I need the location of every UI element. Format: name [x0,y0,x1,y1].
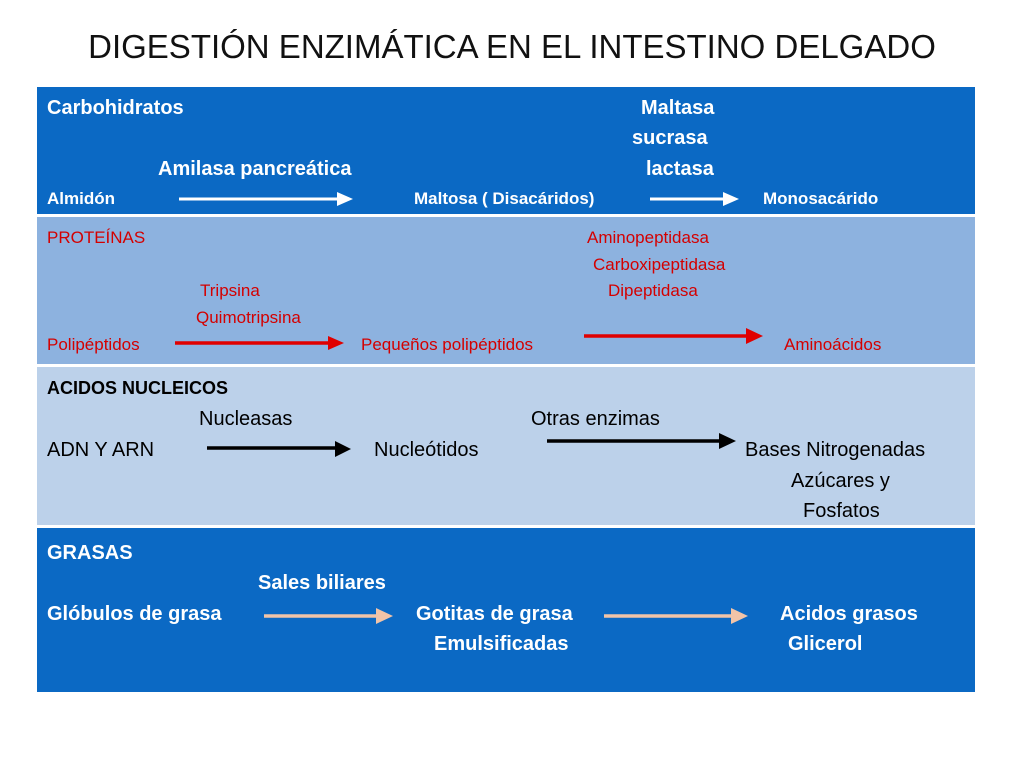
substrate-polipeptidos: Polipéptidos [47,335,140,354]
enzyme-carboxipeptidasa: Carboxipeptidasa [593,255,726,274]
intermediate-emulsificadas: Emulsificadas [434,633,569,655]
arrow-right-icon [264,608,393,624]
enzyme-amilasa-pancreatica: Amilasa pancreática [158,158,352,180]
arrow-right-icon [179,192,353,206]
row-grasas: GRASAS Sales biliares Glóbulos de grasa … [37,528,975,692]
enzyme-otras-enzimas: Otras enzimas [531,408,660,430]
product-fosfatos: Fosfatos [803,500,880,522]
enzyme-nucleasas: Nucleasas [199,408,293,430]
row-carbohidratos: Carbohidratos Maltasa sucrasa lactasa Am… [37,87,975,214]
product-monosacarido: Monosacárido [763,189,879,208]
enzyme-quimotripsina: Quimotripsina [196,308,301,327]
carbohidratos-heading: Carbohidratos [47,97,184,119]
arrow-right-icon [175,336,344,350]
product-glicerol: Glicerol [788,633,863,655]
page-title: DIGESTIÓN ENZIMÁTICA EN EL INTESTINO DEL… [88,28,936,65]
product-azucares: Azúcares y [791,470,890,492]
digestion-table: Carbohidratos Maltasa sucrasa lactasa Am… [37,87,975,692]
intermediate-pequenos-polipeptidos: Pequeños polipéptidos [361,335,534,354]
enzyme-sales-biliares: Sales biliares [258,572,386,594]
substrate-globulos-de-grasa: Glóbulos de grasa [47,603,222,625]
arrow-right-icon [604,608,748,624]
enzyme-aminopeptidasa: Aminopeptidasa [587,228,709,247]
product-bases-nitrogenadas: Bases Nitrogenadas [745,439,926,461]
intermediate-gotitas-de-grasa: Gotitas de grasa [416,603,573,625]
product-acidos-grasos: Acidos grasos [780,603,918,625]
intermediate-nucleotidos: Nucleótidos [374,439,479,461]
substrate-adn-arn: ADN Y ARN [47,439,155,461]
product-aminoacidos: Aminoácidos [784,335,882,354]
substrate-almidon: Almidón [47,189,115,208]
enzyme-dipeptidasa: Dipeptidasa [608,281,698,300]
enzyme-tripsina: Tripsina [200,281,260,300]
arrow-right-icon [547,433,736,449]
acidos-nucleicos-heading: ACIDOS NUCLEICOS [47,378,229,398]
arrow-right-icon [650,192,739,206]
arrow-right-icon [207,441,351,457]
enzyme-sucrasa: sucrasa [632,127,708,149]
row-proteinas: PROTEÍNAS Aminopeptidasa Carboxipeptidas… [37,217,975,364]
arrow-right-icon [584,328,763,344]
proteinas-heading: PROTEÍNAS [47,228,146,247]
grasas-heading: GRASAS [47,542,133,564]
enzyme-maltasa: Maltasa [641,97,715,119]
enzyme-lactasa: lactasa [646,158,714,180]
row-acidos-nucleicos: ACIDOS NUCLEICOS Nucleasas Otras enzimas… [37,367,975,525]
intermediate-maltosa: Maltosa ( Disacáridos) [414,189,595,208]
